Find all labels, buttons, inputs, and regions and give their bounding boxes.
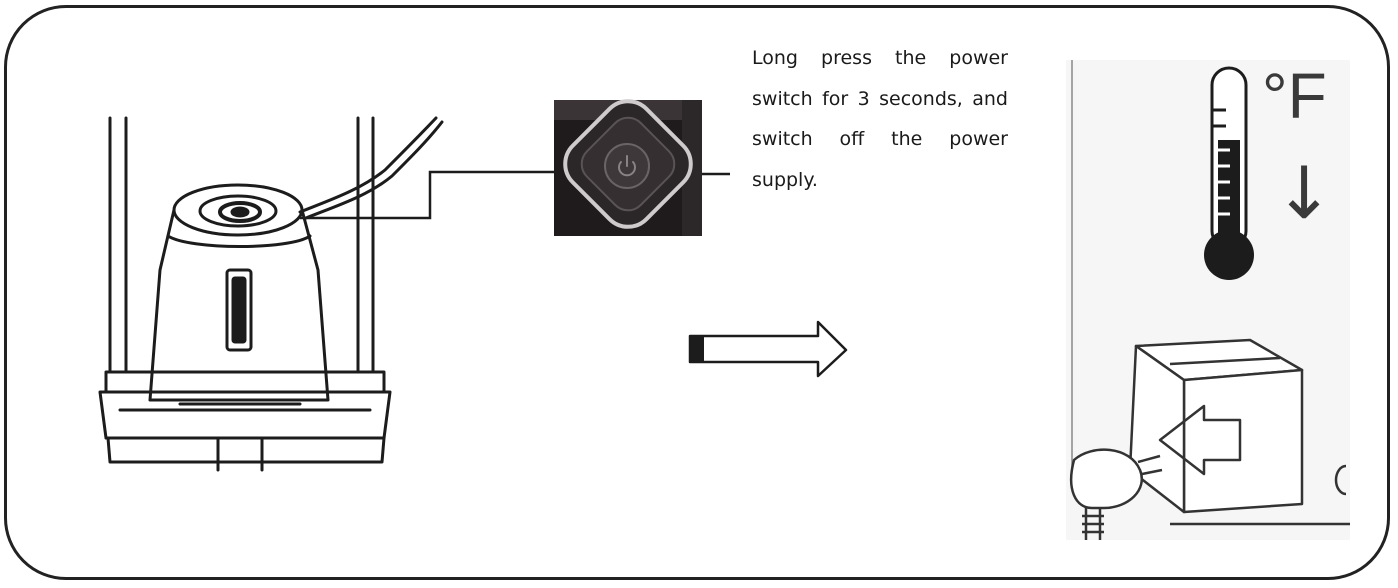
diagram-frame	[4, 5, 1390, 580]
plug-icon	[1069, 448, 1163, 540]
dispenser-icon	[98, 116, 444, 472]
thermometer-icon	[1204, 66, 1254, 280]
right-arrow-icon	[688, 320, 848, 378]
unplug-socket-icon	[1128, 338, 1350, 526]
down-arrow-label: ↓	[1274, 151, 1334, 235]
fahrenheit-label: °F	[1262, 60, 1327, 132]
power-symbol-icon	[618, 155, 636, 177]
instruction-text: Long press the power switch for 3 second…	[752, 47, 1008, 191]
power-button-photo-icon	[554, 99, 702, 236]
